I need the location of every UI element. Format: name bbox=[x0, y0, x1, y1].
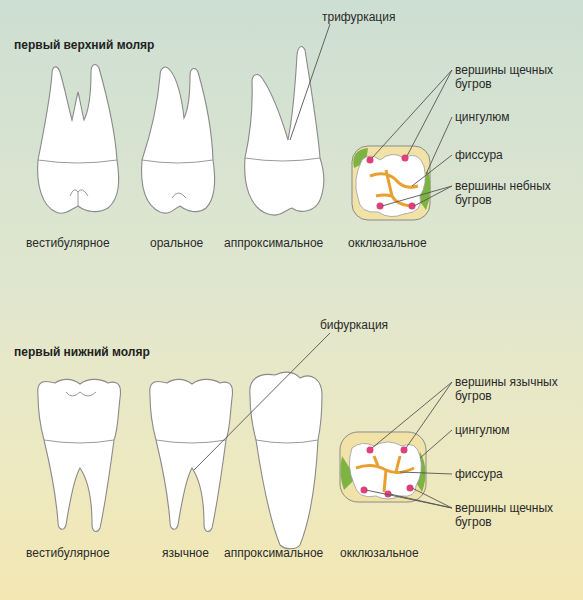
leader-line bbox=[290, 24, 330, 140]
leader-line bbox=[372, 382, 452, 448]
part-label: цингулюм bbox=[455, 110, 575, 124]
part-label: вершины язычных бугров bbox=[455, 375, 583, 403]
crown-line bbox=[256, 440, 318, 443]
part-label: трифуркация bbox=[322, 10, 442, 24]
crown-line bbox=[44, 392, 114, 443]
part-label: бифуркация bbox=[320, 318, 440, 332]
section-heading: первый нижний моляр bbox=[14, 345, 214, 359]
part-label: вершины щечных бугров bbox=[455, 63, 580, 91]
crown-line bbox=[38, 160, 117, 206]
section-heading: первый верхний моляр bbox=[14, 38, 214, 52]
leader-line bbox=[400, 472, 452, 474]
leader-line bbox=[382, 186, 452, 206]
crown-line bbox=[156, 440, 226, 443]
leader-line bbox=[366, 488, 452, 508]
part-label: вестибулярное bbox=[26, 546, 126, 560]
tooth-drawing bbox=[150, 379, 233, 531]
tooth-drawing bbox=[38, 379, 121, 531]
tooth-drawing bbox=[250, 372, 322, 549]
crown-line bbox=[245, 158, 320, 161]
part-label: вершины щечных бугров bbox=[455, 501, 580, 529]
tooth-drawing bbox=[142, 67, 215, 213]
occlusal-view bbox=[340, 432, 426, 502]
part-label: вестибулярное bbox=[26, 236, 126, 250]
leader-line bbox=[420, 430, 452, 458]
occlusal-view bbox=[352, 146, 431, 220]
part-label: аппроксимальное bbox=[224, 236, 334, 250]
part-label: аппроксимальное bbox=[224, 546, 334, 560]
leader-line bbox=[412, 155, 452, 186]
part-label: оральное bbox=[150, 236, 230, 250]
part-label: фиссура bbox=[455, 467, 575, 481]
part-label: фиссура bbox=[455, 148, 575, 162]
part-label: цингулюм bbox=[455, 423, 575, 437]
tooth-drawing bbox=[245, 47, 324, 216]
crown-line bbox=[142, 160, 213, 198]
leader-line bbox=[372, 70, 452, 158]
part-label: окклюзальное bbox=[348, 236, 448, 250]
leader-line bbox=[194, 333, 330, 470]
part-label: окклюзальное bbox=[340, 546, 440, 560]
tooth-drawing bbox=[38, 65, 119, 214]
part-label: вершины небных бугров bbox=[455, 179, 580, 207]
